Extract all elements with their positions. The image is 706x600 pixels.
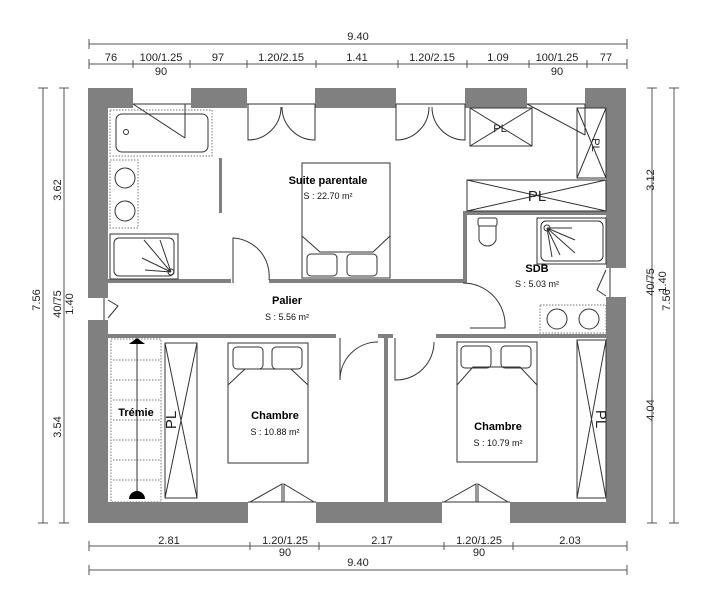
bed-chambre-2 (456, 341, 538, 463)
closet-left: PL (163, 342, 198, 499)
dim-top: 97 (212, 52, 224, 64)
dim-bottom: 1.20/1.25 (262, 535, 308, 547)
dim-top: 1.41 (346, 52, 367, 64)
dim-right: 4.04 (645, 399, 657, 420)
bed-suite (301, 162, 391, 279)
dim-top: 77 (600, 52, 612, 64)
dim-top-sub: 90 (155, 66, 167, 78)
room-name: SDB (525, 263, 548, 275)
bathtub (109, 109, 213, 157)
room-name: Trémie (118, 407, 153, 419)
dim-bottom-sub: 90 (279, 547, 291, 559)
room-area: S : 22.70 m² (303, 191, 352, 201)
dim-bottom-total: 9.40 (347, 557, 368, 569)
dim-top: 1.09 (487, 52, 508, 64)
dim-top-sub: 90 (551, 66, 563, 78)
interior-doors (232, 237, 506, 381)
left-dimensions: 7.56 3.62 40/75 1.40 3.54 (31, 87, 76, 524)
dim-top: 100/1.25 (536, 52, 579, 64)
interior-walls (108, 158, 606, 502)
room-area: S : 5.03 m² (515, 279, 559, 289)
staircase (110, 338, 162, 503)
windows (103, 103, 611, 503)
dim-right: 3.12 (645, 169, 657, 190)
dim-left: 3.54 (52, 416, 64, 437)
closet-label: PL (528, 188, 546, 205)
right-dimensions: 7.56 3.12 40/75 1.40 4.04 (645, 87, 679, 524)
room-labels: Suite parentale S : 22.70 m² SDB S : 5.0… (118, 175, 559, 448)
exterior-walls (88, 88, 626, 523)
closet-right: PL (576, 339, 609, 499)
dim-top: 100/1.25 (140, 52, 183, 64)
top-dimensions: 9.40 76 100/1.25 90 97 1.20/2.15 1.41 1.… (88, 31, 628, 78)
dim-left: 1.40 (64, 293, 76, 314)
dim-left: 40/75 (52, 290, 64, 318)
room-area: S : 10.88 m² (250, 427, 299, 437)
dim-bottom: 2.81 (158, 535, 179, 547)
toilet (477, 217, 498, 247)
dim-top: 76 (105, 52, 117, 64)
dim-top: 1.20/2.15 (409, 52, 455, 64)
dim-right: 1.40 (657, 271, 669, 292)
shower-suite (109, 233, 179, 280)
dim-top: 1.20/2.15 (258, 52, 304, 64)
bed-chambre-1 (227, 342, 309, 464)
dim-right: 40/75 (645, 268, 657, 296)
bottom-dimensions: 2.81 1.20/1.25 90 2.17 1.20/1.25 90 2.03… (88, 535, 628, 575)
room-area: S : 10.79 m² (473, 438, 522, 448)
room-name: Palier (272, 295, 303, 307)
closet-label: PL (493, 123, 506, 135)
dim-bottom: 2.17 (371, 535, 392, 547)
dim-bottom: 2.03 (559, 535, 580, 547)
double-sink-sdb (539, 304, 607, 334)
dim-left-total: 7.56 (31, 289, 43, 310)
closet-label: PL (589, 138, 601, 151)
room-name: Chambre (474, 421, 522, 433)
dim-bottom-sub: 90 (473, 547, 485, 559)
dim-right-total: 7.56 (661, 289, 673, 310)
dim-left: 3.62 (52, 179, 64, 200)
room-area: S : 5.56 m² (265, 312, 309, 322)
room-name: Chambre (251, 410, 299, 422)
closet-top: PL PL PL (466, 107, 607, 212)
shower-sdb (536, 217, 607, 265)
double-sink (109, 159, 139, 229)
dim-top-total: 9.40 (347, 31, 368, 43)
dim-bottom: 1.20/1.25 (456, 535, 502, 547)
closet-label: PL (592, 410, 609, 428)
closet-label: PL (163, 411, 180, 429)
room-name: Suite parentale (289, 175, 368, 187)
